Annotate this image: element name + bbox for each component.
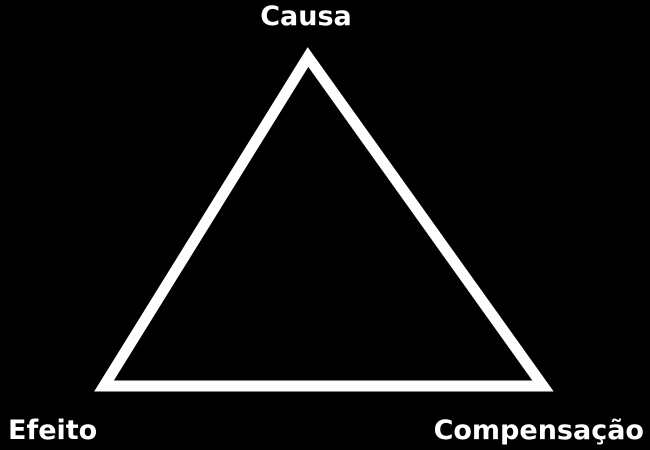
vertex-label-causa: Causa	[260, 1, 352, 32]
vertex-label-efeito: Efeito	[8, 415, 98, 446]
triangle-outline	[94, 47, 554, 392]
vertex-label-compensacao: Compensação	[433, 415, 644, 446]
